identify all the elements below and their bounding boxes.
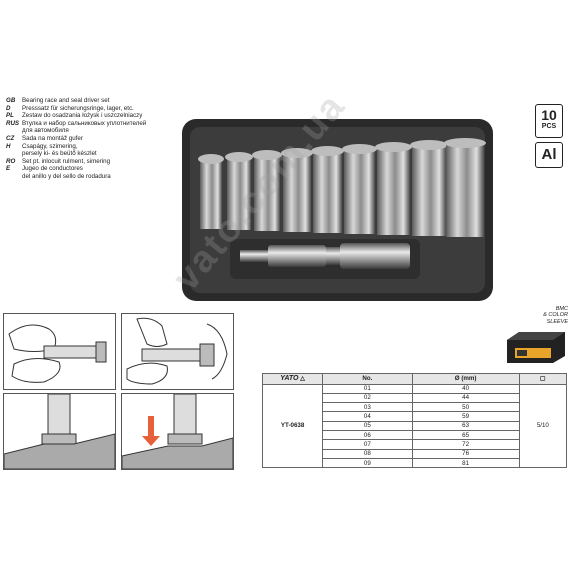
- material-badge: Al: [535, 142, 563, 168]
- language-row: D Presssatz für sicherungsringe, lager, e…: [6, 105, 186, 113]
- language-text: Втулка и набор сальниковых уплотнителей: [22, 119, 147, 127]
- language-text: Set pt. inlocuit rulment, simering: [22, 157, 111, 165]
- language-text: Bearing race and seal driver set: [22, 97, 110, 104]
- item-number-cell: 04: [322, 411, 413, 422]
- language-text: Sada na montáž gufer: [22, 134, 83, 142]
- item-number-cell: 06: [322, 429, 413, 441]
- diameter-cell: 59: [411, 411, 520, 422]
- language-text: Presssatz für sicherungsringe, lager, et…: [22, 104, 134, 112]
- diameter-cell: 65: [411, 429, 520, 441]
- language-row: для автомобиля: [6, 127, 186, 135]
- sleeve-rim: [342, 144, 377, 154]
- sleeve: [412, 145, 446, 236]
- case-illustration: [507, 332, 565, 363]
- item-number-cell: 08: [322, 448, 413, 459]
- language-row: del anillo y del sello de rodadura: [6, 173, 186, 181]
- diameter-cell: 72: [411, 439, 520, 450]
- col-header-diameter: Ø (mm): [411, 373, 520, 385]
- sleeve: [200, 159, 222, 229]
- language-row: PL Zestaw do osadzania łożysk i uszczelni…: [6, 112, 186, 120]
- col-header-no: No.: [322, 373, 413, 385]
- language-text: Zestaw do osadzania łożysk i uszczelniac…: [22, 112, 143, 120]
- item-number-cell: 07: [322, 439, 413, 450]
- brand-name: YATO: [280, 375, 299, 383]
- language-row: H Csapágy, szimering,: [6, 143, 186, 151]
- language-code: D: [6, 104, 11, 112]
- diameter-cell: 50: [411, 402, 520, 413]
- language-code: [6, 150, 22, 158]
- language-row: GB Bearing race and seal driver set: [6, 97, 186, 105]
- sleeve: [254, 155, 280, 231]
- table-header-row: YATO △ No. Ø (mm) ▢: [261, 373, 568, 385]
- diameter-cell: 76: [411, 448, 520, 459]
- pieces-count: 10: [541, 107, 557, 123]
- language-code: PL: [6, 112, 14, 120]
- sleeve: [446, 143, 484, 237]
- pieces-unit: PCS: [541, 123, 557, 130]
- language-code: H: [6, 142, 11, 150]
- language-code: CZ: [6, 134, 15, 142]
- item-number-cell: 03: [322, 402, 413, 413]
- diameter-cell: 81: [411, 457, 520, 469]
- language-code: RUS: [6, 119, 20, 127]
- sleeve: [377, 147, 410, 235]
- language-text: Csapágy, szimering,: [22, 142, 78, 150]
- pieces-badge: 10 PCS: [535, 104, 563, 138]
- item-number-cell: 09: [322, 457, 413, 469]
- brand-logo: YATO △: [261, 373, 324, 385]
- language-row: E Jugeo de conductores: [6, 165, 186, 173]
- usage-illustration-3: [3, 393, 116, 470]
- item-number-cell: 01: [322, 383, 413, 394]
- model-cell: YT-0638: [261, 383, 324, 469]
- sleeve-rim: [281, 148, 313, 158]
- usage-illustration-4: [121, 393, 234, 470]
- language-code: [6, 173, 22, 181]
- language-row: persely ki- és beütő készlet: [6, 150, 186, 158]
- sleeve-caption-line: BMC: [555, 306, 568, 312]
- language-text: для автомобиля: [22, 127, 69, 135]
- diameter-cell: 40: [411, 383, 520, 394]
- box-icon: ▢: [518, 373, 568, 385]
- sleeve-rim: [252, 150, 282, 160]
- sleeve-set: [198, 138, 486, 237]
- language-code: GB: [6, 97, 16, 104]
- item-number-cell: 02: [322, 392, 413, 404]
- language-code: RO: [6, 157, 16, 165]
- sleeve-rim: [410, 140, 448, 150]
- sleeve-caption: BMC & COLOR SLEEVE: [520, 306, 568, 325]
- sleeve-caption-line: SLEEVE: [546, 318, 568, 325]
- sleeve-rim: [225, 152, 253, 162]
- sleeve-caption-line: & COLOR: [543, 312, 568, 319]
- usage-illustration-2: [121, 313, 234, 390]
- sleeve-rim: [375, 142, 412, 152]
- product-photo: [182, 119, 493, 301]
- sleeve: [227, 157, 251, 230]
- pack-cell: 5/10: [518, 383, 568, 469]
- item-number-cell: 05: [322, 420, 413, 432]
- language-code: E: [6, 165, 11, 173]
- language-text: Jugeo de conductores: [22, 165, 83, 173]
- language-row: RO Set pt. inlocuit rulment, simering: [6, 158, 186, 166]
- sleeve: [283, 153, 311, 232]
- sleeve-rim: [311, 146, 344, 156]
- logo-triangle-icon: △: [300, 375, 305, 383]
- sleeve-rim: [198, 154, 224, 164]
- language-row: CZ Sada na montáž gufer: [6, 135, 186, 143]
- usage-illustration-1: [3, 313, 116, 390]
- sleeve: [344, 149, 375, 234]
- sleeve-rim: [444, 138, 486, 148]
- diameter-cell: 63: [411, 420, 520, 432]
- diameter-cell: 44: [411, 392, 520, 404]
- language-text: del anillo y del sello de rodadura: [22, 172, 111, 180]
- language-code: [6, 127, 22, 135]
- sleeve: [313, 151, 342, 233]
- language-text: persely ki- és beütő készlet: [22, 150, 97, 158]
